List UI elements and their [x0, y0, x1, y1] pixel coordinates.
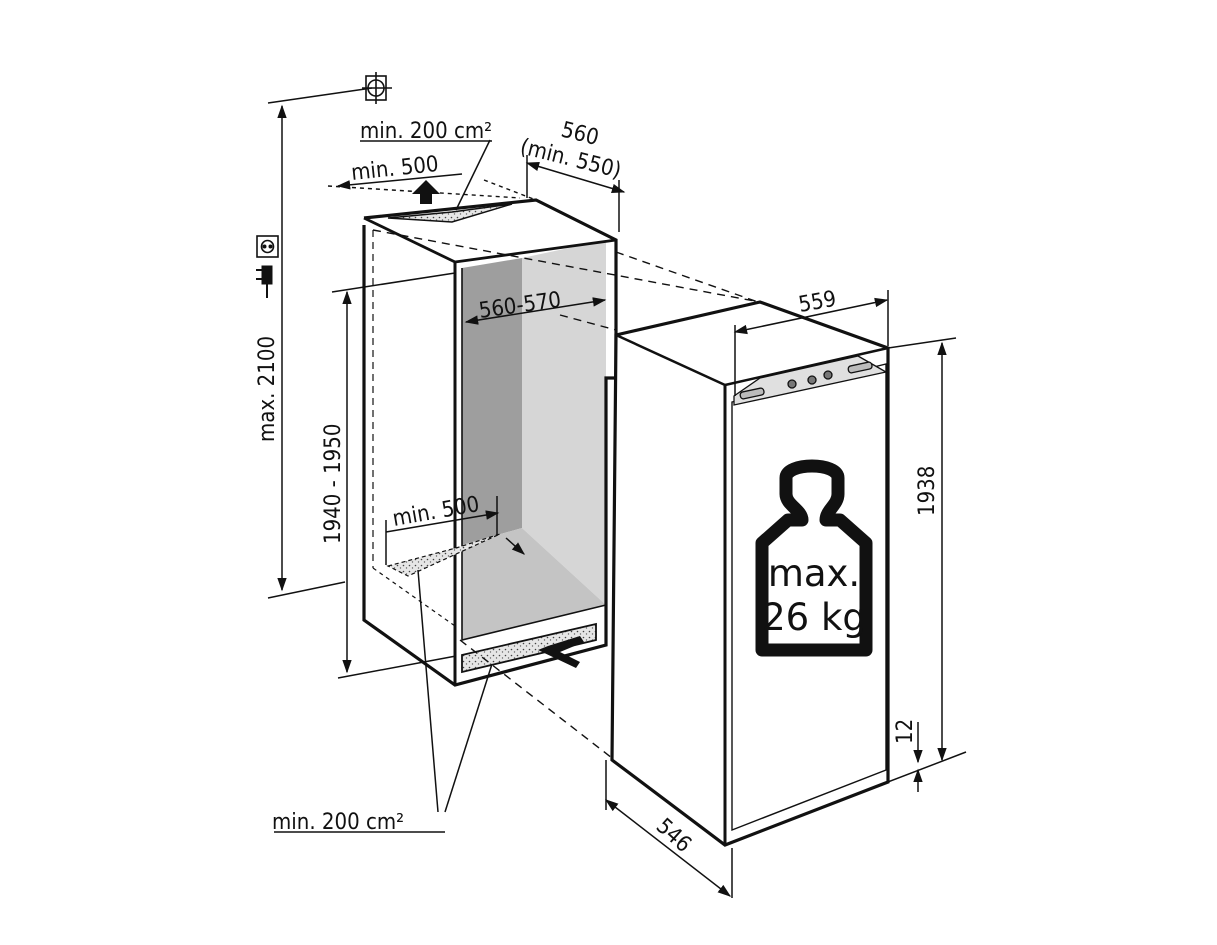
- plinth-gap-label: 12: [893, 719, 918, 744]
- niche-cabinet: [362, 198, 618, 687]
- bottom-vent-slot: [386, 533, 501, 577]
- niche-floor: [462, 528, 606, 640]
- vent-top-label: min. 200 cm²: [360, 119, 492, 144]
- top-vent-slot: [387, 203, 513, 223]
- weight-icon: [755, 459, 873, 657]
- crosshair-icon: [362, 72, 392, 104]
- control-panel: [733, 355, 888, 406]
- vent-bottom-label: min. 200 cm²: [272, 810, 404, 835]
- inflow-arrow-icon: [538, 636, 584, 668]
- max-load-line1: max.: [768, 552, 860, 595]
- dimension-lines: [267, 87, 967, 898]
- niche-right-wall: [522, 240, 606, 605]
- niche-height-label: 1940 - 1950: [321, 424, 346, 544]
- socket-icon: [256, 235, 279, 258]
- appliance-height-label: 1938: [915, 466, 940, 516]
- appliance-width-label: 559: [797, 287, 839, 318]
- up-arrow-icon: [412, 180, 440, 204]
- max-load-line2: 26 kg: [762, 596, 866, 639]
- max-height-label: max. 2100: [255, 336, 280, 442]
- niche-back-wall: [462, 258, 522, 545]
- plug-icon: [256, 265, 273, 298]
- plinth-vent-slot: [461, 622, 597, 674]
- appliance-depth-label: 546: [651, 814, 696, 858]
